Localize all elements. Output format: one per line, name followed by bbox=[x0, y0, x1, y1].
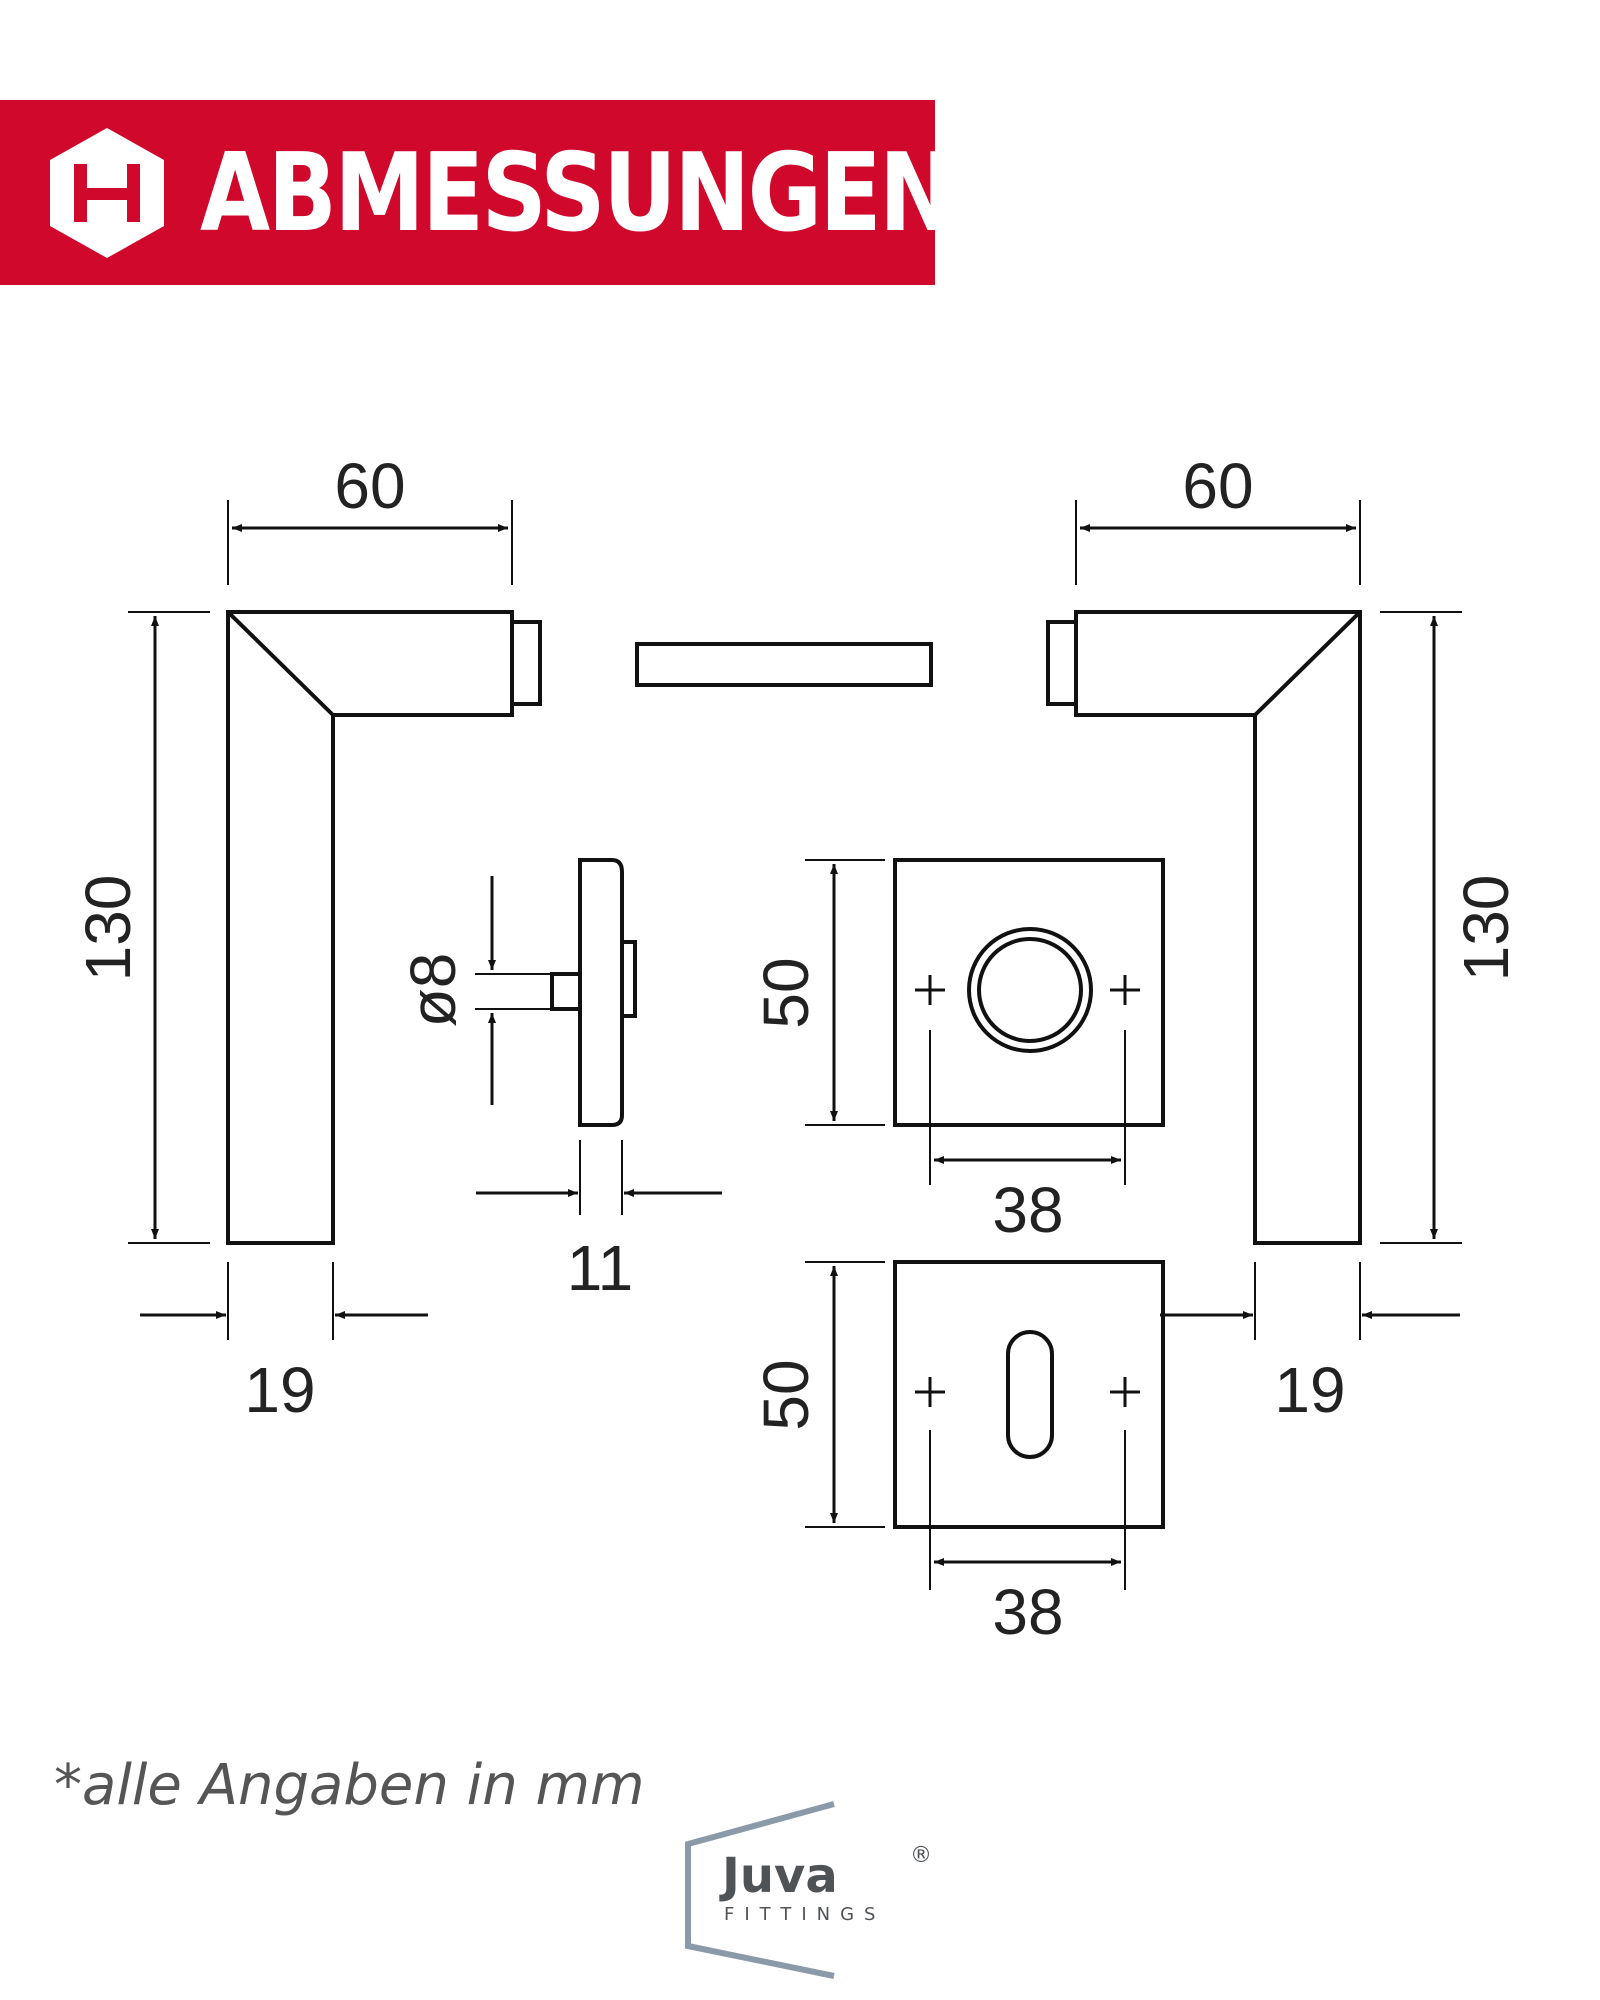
hexagon-h-icon bbox=[50, 128, 164, 258]
right-handle-outline bbox=[1046, 610, 1362, 1245]
label-rose-bottom-height: 50 bbox=[750, 1359, 822, 1430]
header-banner: ABMESSUNGEN bbox=[0, 100, 955, 285]
rose-bottom-dimensions bbox=[805, 1261, 1126, 1590]
dimension-labels: 60 60 130 130 19 19 ø8 11 50 38 50 38 bbox=[72, 450, 1522, 1648]
rose-side-dimensions bbox=[475, 876, 722, 1215]
right-handle-dimensions bbox=[1075, 500, 1462, 1340]
label-left-height: 130 bbox=[72, 875, 144, 982]
label-rose-bottom-spacing: 38 bbox=[992, 1576, 1063, 1648]
brand-logo: Juva ® FITTINGS bbox=[685, 1801, 932, 1979]
left-handle-outline bbox=[226, 610, 542, 1245]
label-rose-top-height: 50 bbox=[750, 957, 822, 1028]
rose-top-front-view bbox=[893, 858, 1165, 1127]
rose-bottom-front-view bbox=[893, 1260, 1165, 1529]
label-right-height: 130 bbox=[1450, 875, 1522, 982]
label-spindle-diameter: ø8 bbox=[397, 953, 469, 1028]
label-right-depth: 19 bbox=[1274, 1354, 1345, 1426]
brand-registered: ® bbox=[910, 1843, 932, 1868]
label-left-depth: 19 bbox=[244, 1354, 315, 1426]
spindle-bar bbox=[635, 642, 933, 687]
rose-side-view bbox=[550, 858, 637, 1127]
label-rose-top-spacing: 38 bbox=[992, 1174, 1063, 1246]
label-rose-thickness: 11 bbox=[567, 1232, 633, 1304]
brand-name: Juva bbox=[719, 1848, 838, 1904]
footnote: *alle Angaben in mm bbox=[54, 1753, 645, 1818]
brand-subtitle: FITTINGS bbox=[724, 1904, 885, 1925]
left-handle-dimensions bbox=[128, 500, 513, 1340]
label-right-width: 60 bbox=[1182, 450, 1253, 522]
label-left-width: 60 bbox=[334, 450, 405, 522]
rose-top-dimensions bbox=[805, 859, 1126, 1185]
page-title: ABMESSUNGEN bbox=[200, 131, 955, 256]
